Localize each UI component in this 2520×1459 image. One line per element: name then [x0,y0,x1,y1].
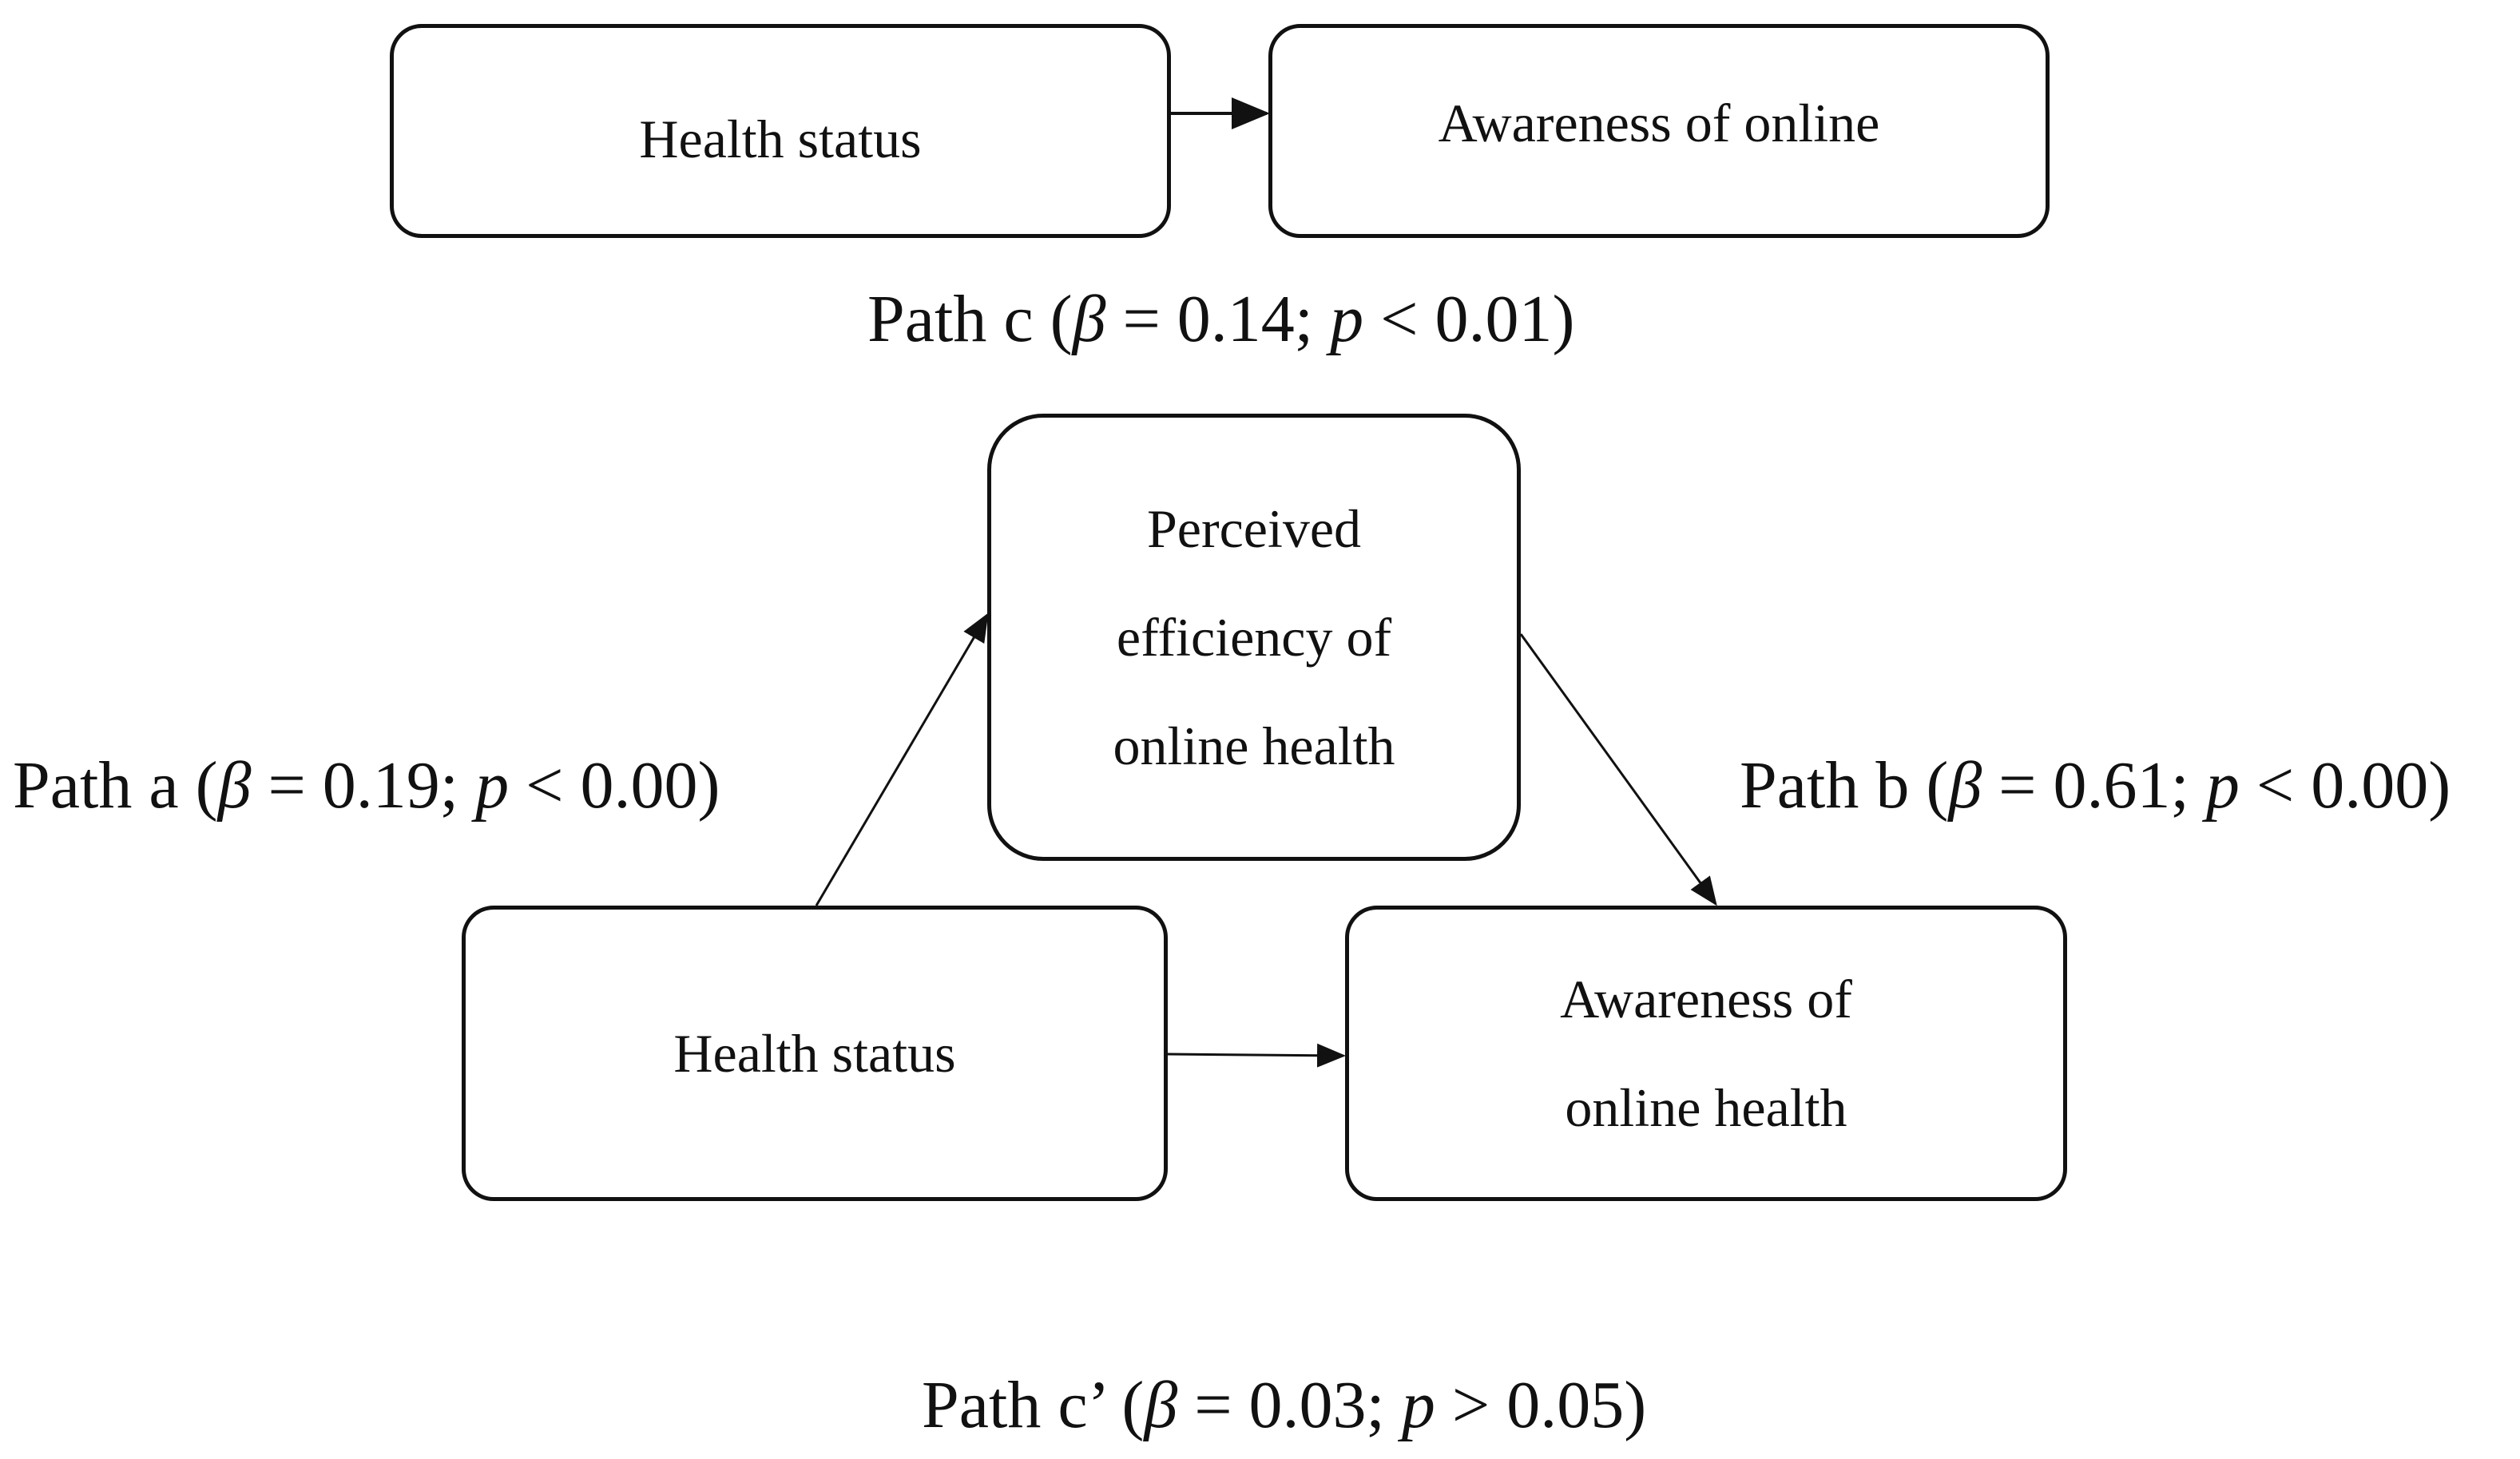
bottom-health-status-label: Health status [673,1023,956,1084]
top-health-status-box: Health status [390,24,1171,238]
bottom-awareness-label: Awareness of online health [1560,969,1852,1138]
top-health-status-label: Health status [639,109,922,169]
path-a-label: Path a (β = 0.19; p < 0.00) [13,748,720,823]
path-b-label: Path b (β = 0.61; p < 0.00) [1740,748,2451,823]
mediator-label: Perceived efficiency of online health [1113,498,1395,776]
arrow-path-a [815,613,989,906]
bottom-awareness-box: Awareness of online health [1345,906,2067,1201]
bottom-health-status-box: Health status [462,906,1168,1201]
top-awareness-label: Awareness of online [1438,93,1880,153]
path-c-prime-label: Path c’ (β = 0.03; p > 0.05) [922,1368,1647,1442]
arrow-path-b [1519,633,1717,906]
mediator-box: Perceived efficiency of online health [987,414,1521,861]
path-c-label: Path c (β = 0.14; p < 0.01) [867,282,1575,356]
top-awareness-box: Awareness of online [1268,24,2050,238]
arrow-path-cprime [1167,1043,1346,1068]
